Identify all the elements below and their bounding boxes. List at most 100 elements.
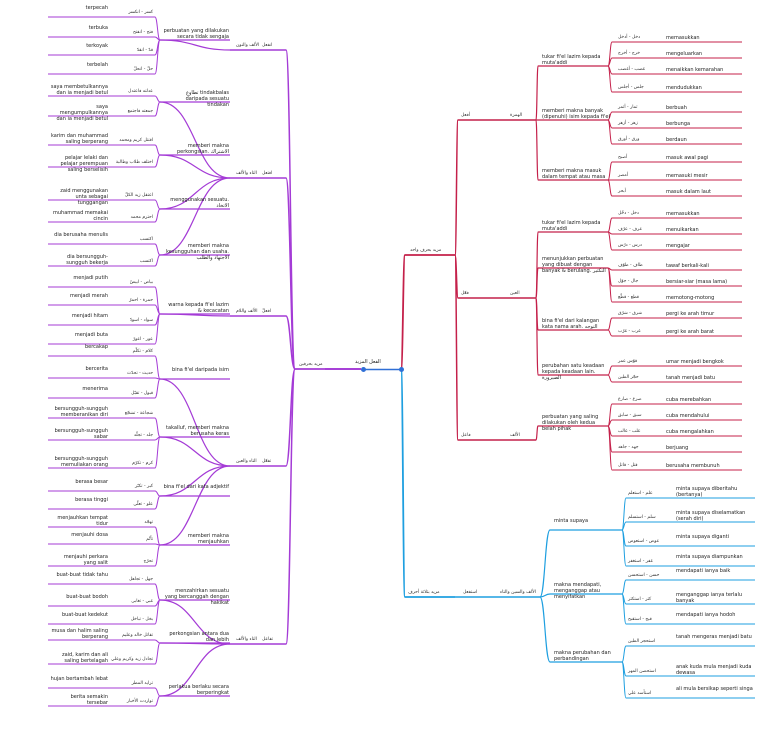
connector-curve	[159, 465, 231, 497]
connector-curve	[154, 144, 161, 156]
meaning-label: berbuah	[666, 105, 687, 111]
meaning-label: menganggap ianya terlalu banyak	[676, 592, 743, 604]
arabic-example: غبي - تغابى	[131, 599, 153, 604]
arabic-example: علو - تعلّى	[133, 502, 153, 507]
meaning-label: saya membetulkannya dan ia menjadi betul	[50, 84, 108, 96]
group-label: warna kepada fi'el lazim & kecacatan	[168, 302, 229, 314]
arabic-example: أصبح	[618, 155, 628, 160]
meaning-label: karim dan muhammad saling berperang	[50, 133, 108, 145]
meaning-label: tanah menjadi batu	[666, 375, 716, 381]
arabic-example: تجادل زيد وكريم وعلي	[110, 657, 153, 662]
meaning-label: hujan bertambah lebat	[50, 676, 108, 682]
meaning-label: buat-buat kedekut	[61, 612, 108, 618]
connector-curve	[535, 297, 539, 376]
meaning-label: ali mula bersikap seperti singa	[676, 686, 753, 692]
meaning-label: cuba mendahului	[666, 413, 710, 419]
connector-curve	[621, 645, 627, 663]
meaning-label: memasukkan	[666, 211, 700, 217]
connector-curve	[607, 119, 613, 145]
connector-curve	[154, 208, 161, 223]
meaning-label: berasa tinggi	[75, 497, 108, 503]
arabic-example: بياض - ابيضّ	[129, 280, 153, 285]
arabic-example: جلس - أجلس	[618, 85, 644, 90]
connector-curve	[154, 695, 161, 707]
meaning-label: mengajar	[666, 243, 690, 249]
meaning-label: dia berusaha menulis	[54, 232, 108, 238]
arabic-example: كثر - استكثر	[628, 597, 652, 602]
meaning-label: bersungguh-sungguh sabar	[54, 428, 108, 440]
arabic-example: عوض - استعوض	[628, 539, 660, 544]
arabic-example: جال - جوّل	[618, 279, 639, 284]
meaning-label: terbuka	[88, 25, 108, 31]
group-label: perbuatan yang dilakukan secara tidak se…	[163, 28, 229, 40]
meaning-label: bercerita	[85, 366, 109, 372]
arabic-example: سواد - اسودّ	[129, 318, 153, 323]
arabic-example: علم - استعلم	[628, 491, 653, 496]
harf-label: العين	[510, 291, 520, 296]
connector-curve	[154, 313, 161, 345]
connector-curve	[400, 368, 406, 598]
connector-curve	[159, 177, 231, 210]
meaning-label: memasukkan	[666, 35, 700, 41]
meaning-label: terbelah	[87, 62, 108, 68]
connector-curve	[154, 378, 161, 399]
connector-curve	[159, 101, 231, 179]
harf-label: الألف والسين والتاء	[500, 590, 536, 595]
meaning-label: mendapati ianya hodoh	[676, 612, 736, 618]
arabic-example: اكتسب	[139, 237, 153, 242]
connector-curve	[159, 378, 231, 467]
arabic-example: قوّس عمر	[618, 359, 638, 364]
connector-curve	[154, 154, 161, 168]
meaning-label: zaid menggunakan unta sebagai tunggangan	[60, 188, 108, 206]
meaning-label: cuba mengalahkan	[666, 429, 714, 435]
arabic-example: سلم - استسلم	[628, 515, 656, 520]
connector-curve	[535, 119, 539, 181]
meaning-label: minta supaya diselamatkan (serah diri)	[676, 510, 746, 522]
group-label: takalluf, memberi makna berusaha keras	[166, 425, 229, 437]
meaning-label: terpecah	[85, 5, 108, 11]
connector-curve	[285, 49, 296, 370]
arabic-example: اختلف طلاب وطالبة	[115, 160, 153, 165]
connector-curve	[154, 544, 161, 567]
arabic-example: غفر - استغفر	[628, 559, 653, 564]
arabic-example: جهل - تجاهل	[128, 577, 153, 582]
connector-curve	[285, 368, 296, 467]
meaning-label: minta supaya diberitahu (bertanya)	[676, 486, 738, 498]
branch-mazid-1-label: مزيد بحرف واحد	[410, 248, 442, 253]
wazan-label: تفعّل	[262, 459, 272, 464]
connector-curve	[539, 596, 551, 663]
meaning-label: terkoyak	[86, 43, 108, 49]
arabic-example: اقتتل كريم ومحمد	[119, 138, 153, 143]
meaning-label: menuikarkan	[666, 227, 699, 233]
arabic-example: غضب - أغضب	[618, 67, 646, 72]
meaning-label: memotong-motong	[666, 295, 715, 301]
harf-label: التاء والعين	[236, 459, 257, 464]
group-label: memberi makna masuk dalam tempat atau ma…	[542, 168, 606, 180]
connector-curve	[154, 39, 161, 75]
arabic-example: حمرة - احمرّ	[129, 298, 153, 303]
arabic-example: أمصر	[618, 173, 629, 178]
arabic-example: تقاتل خالد وعليم	[121, 633, 153, 638]
wazan-label: فاعل	[461, 433, 471, 438]
arabic-example: أبحر	[618, 189, 626, 194]
meaning-label: pergi ke arah barat	[666, 329, 715, 335]
arabic-example: دخل - أدخل	[618, 35, 641, 40]
arabic-example: غلب - غالب	[618, 429, 641, 434]
arabic-example: قدّ - انقدّ	[136, 48, 153, 53]
wazan-label: استفعل	[463, 590, 478, 595]
arabic-example: غرب - غرّب	[618, 329, 641, 334]
arabic-example: درس - درّس	[618, 243, 642, 248]
arabic-example: اعتقل زيد الكلّ	[124, 193, 153, 198]
group-label: makna mendapati, menganggap atau menyifa…	[554, 582, 602, 600]
meaning-label: bersungguh-sungguh memuliakan orang	[54, 456, 108, 468]
arabic-example: عور - اعورّ	[132, 337, 153, 342]
meaning-label: pergi ke arah timur	[666, 311, 715, 317]
arabic-example: دخل - دخّل	[618, 211, 639, 216]
connector-curve	[154, 199, 161, 210]
connector-curve	[607, 267, 613, 303]
harf-label: التاء والألف	[236, 637, 257, 642]
meaning-label: menerima	[82, 386, 108, 392]
group-label: perubahan satu keadaan kepada keadaan la…	[542, 363, 605, 381]
arabic-example: طاف - طوّف	[618, 263, 643, 268]
connector-curve	[607, 231, 613, 251]
